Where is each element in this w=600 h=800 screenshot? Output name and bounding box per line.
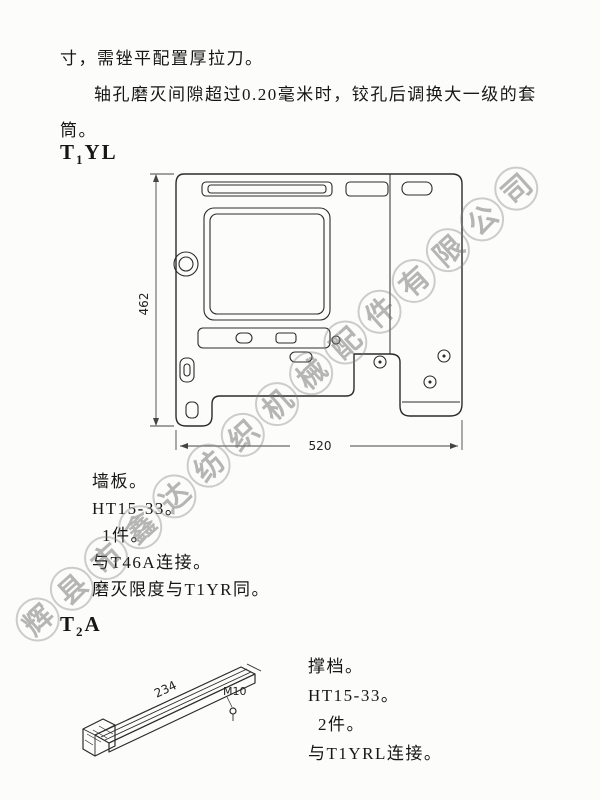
section1-heading-pre: T bbox=[60, 140, 77, 164]
section2-heading-pre: T bbox=[60, 612, 77, 636]
watermark-char: 司 bbox=[485, 157, 548, 220]
plate-outline bbox=[175, 173, 463, 427]
dim-height-label: 462 bbox=[138, 293, 151, 316]
section1-heading: T1YL bbox=[60, 140, 118, 168]
note-line: 1件。 bbox=[102, 526, 149, 545]
paragraph-line-1: 寸，需锉平配置厚拉刀。 bbox=[60, 49, 264, 68]
dim-length-label: 234 bbox=[152, 678, 179, 700]
section2-heading: T2A bbox=[60, 612, 102, 640]
dim-width-label: 520 bbox=[309, 439, 332, 453]
brace-bar-drawing: 234 M10 bbox=[82, 663, 262, 757]
note-line: 撑档。 bbox=[308, 657, 364, 676]
section2-heading-post: A bbox=[84, 612, 102, 636]
dimension-lines bbox=[150, 173, 463, 450]
note-line: 与T1YRL连接。 bbox=[308, 744, 443, 763]
section2-notes: 撑档。 HT15-33。 2件。 与T1YRL连接。 bbox=[308, 652, 442, 768]
brace-outline bbox=[82, 663, 262, 757]
note-line: 墙板。 bbox=[92, 472, 148, 491]
plate-inner-details bbox=[173, 181, 460, 419]
wall-plate-drawing: 462 520 bbox=[138, 173, 463, 453]
section1-heading-sub: 1 bbox=[76, 152, 85, 168]
note-line: HT15-33。 bbox=[308, 686, 400, 705]
note-line: HT15-33。 bbox=[92, 499, 184, 518]
note-line: 2件。 bbox=[318, 715, 365, 734]
dimension-arrows bbox=[153, 174, 458, 449]
paragraph-line-3: 筒。 bbox=[60, 121, 97, 140]
section1-notes: 墙板。 HT15-33。 1件。 与T46A连接。 磨灭限度与T1YR同。 bbox=[92, 468, 270, 603]
section2-heading-sub: 2 bbox=[76, 624, 85, 640]
note-line: 与T46A连接。 bbox=[92, 553, 212, 572]
thread-label: M10 bbox=[223, 685, 247, 698]
section1-heading-post: YL bbox=[84, 140, 118, 164]
paragraph-line-2: 轴孔磨灭间隙超过0.20毫米时，铰孔后调换大一级的套 bbox=[94, 85, 537, 104]
note-line: 磨灭限度与T1YR同。 bbox=[92, 580, 270, 599]
